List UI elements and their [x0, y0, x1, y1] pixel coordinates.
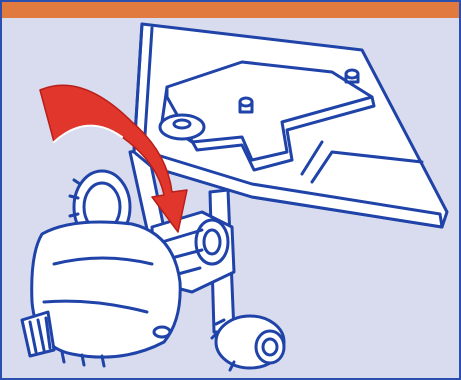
body-housing-icon [22, 222, 180, 366]
